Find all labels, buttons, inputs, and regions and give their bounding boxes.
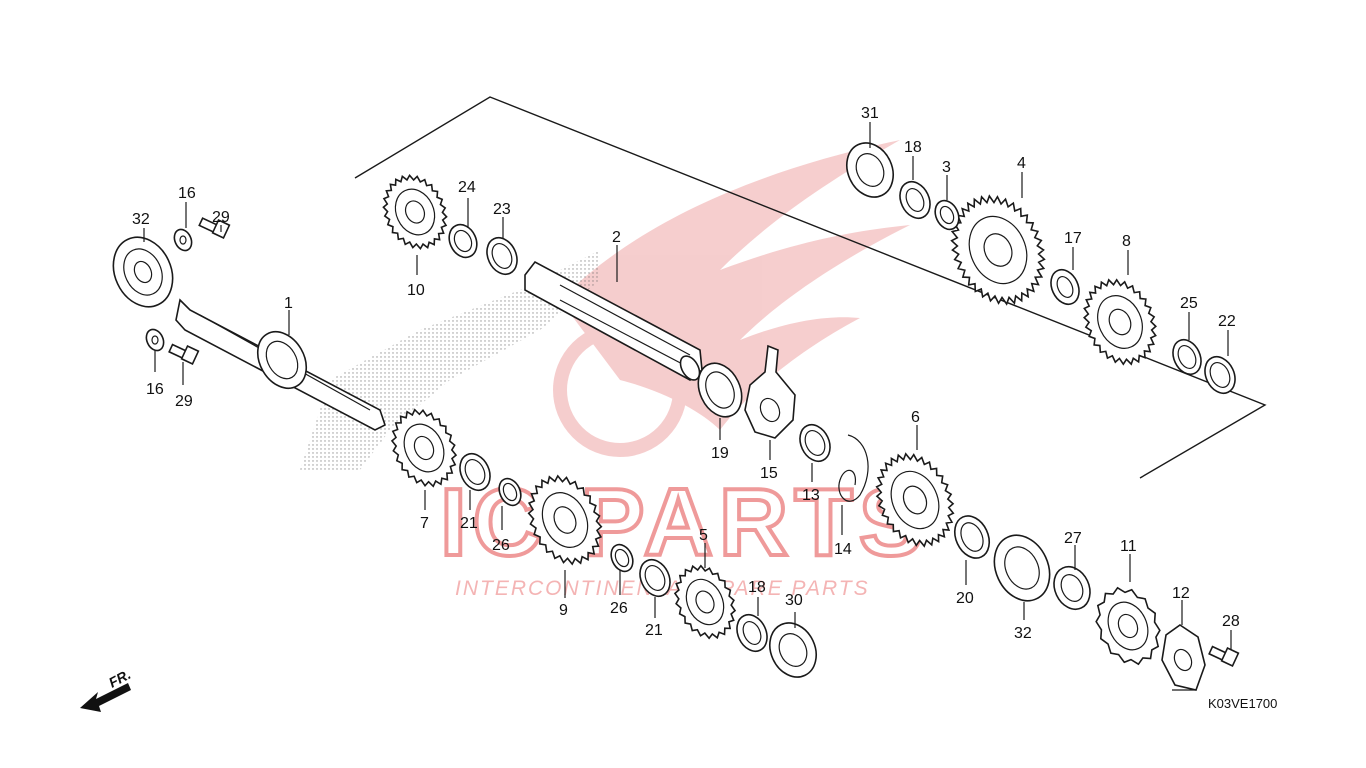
callout-28: 28 xyxy=(1222,613,1240,630)
gears xyxy=(382,173,1161,666)
sprocket-11 xyxy=(1095,586,1161,666)
gear-8 xyxy=(1083,278,1157,366)
plate-12 xyxy=(1161,624,1206,691)
callout-10: 10 xyxy=(407,282,425,299)
callout-22: 22 xyxy=(1218,313,1236,330)
callout-16b: 16 xyxy=(146,381,164,398)
callout-1: 1 xyxy=(284,295,293,312)
washer-19 xyxy=(697,362,743,418)
callout-7: 7 xyxy=(420,515,429,532)
callout-17: 17 xyxy=(1064,230,1082,247)
callout-6: 6 xyxy=(911,409,920,426)
callout-26b: 26 xyxy=(610,600,628,617)
circlip-24 xyxy=(448,223,478,259)
bolt-29-bottom xyxy=(168,343,200,365)
callout-18a: 18 xyxy=(904,139,922,156)
callout-labels: 32 16 29 1 16 29 10 24 23 2 31 18 3 4 17… xyxy=(132,105,1240,642)
washer-16-bottom xyxy=(145,328,165,352)
callout-14: 14 xyxy=(834,541,852,558)
circlip-26-right xyxy=(610,543,634,573)
washer-23 xyxy=(486,236,518,276)
washer-22 xyxy=(1204,355,1236,395)
bearing-30 xyxy=(769,622,817,678)
washer-18-top xyxy=(899,180,931,220)
callout-21b: 21 xyxy=(645,622,663,639)
callout-31: 31 xyxy=(861,105,879,122)
gear-10 xyxy=(382,173,448,251)
mainshaft xyxy=(175,298,386,431)
gear-9 xyxy=(527,474,603,566)
callout-2: 2 xyxy=(612,229,621,246)
circlip-26-left xyxy=(498,477,522,507)
gear-6 xyxy=(875,452,955,548)
washer-16-top xyxy=(173,228,193,252)
callout-3: 3 xyxy=(942,159,951,176)
diagram-code: K03VE1700 xyxy=(1208,696,1277,711)
washer-17 xyxy=(1050,268,1080,306)
watermark-logo-text: IC PARTS xyxy=(440,469,929,576)
callout-5: 5 xyxy=(699,527,708,544)
callout-12: 12 xyxy=(1172,585,1190,602)
washer-20 xyxy=(953,515,991,559)
callout-18b: 18 xyxy=(748,579,766,596)
circlip-21-left xyxy=(459,452,491,492)
callout-11: 11 xyxy=(1120,538,1137,555)
washer-13 xyxy=(799,423,831,463)
callout-25: 25 xyxy=(1180,295,1198,312)
circlip-21-right xyxy=(639,558,671,598)
callout-32b: 32 xyxy=(1014,625,1032,642)
bearing-31 xyxy=(846,142,894,198)
callout-23: 23 xyxy=(493,201,511,218)
callout-29a: 29 xyxy=(212,209,230,226)
bearing-32-left xyxy=(112,236,174,308)
callout-19: 19 xyxy=(711,445,729,462)
needle-bearing-27 xyxy=(1053,566,1091,610)
callout-26a: 26 xyxy=(492,537,510,554)
callout-4: 4 xyxy=(1017,155,1026,172)
callout-30: 30 xyxy=(785,592,803,609)
plate-15 xyxy=(744,344,796,439)
circlip-25 xyxy=(1172,338,1202,376)
bearing-32-right xyxy=(993,534,1051,602)
spring-clip-14 xyxy=(838,434,869,502)
callout-15: 15 xyxy=(760,465,778,482)
callout-9: 9 xyxy=(559,602,568,619)
callout-13: 13 xyxy=(802,487,820,504)
gear-7 xyxy=(390,408,458,488)
callout-16a: 16 xyxy=(178,185,196,202)
leader-lines xyxy=(143,122,1232,691)
callout-21a: 21 xyxy=(460,515,478,532)
callout-24: 24 xyxy=(458,179,476,196)
callout-32a: 32 xyxy=(132,211,150,228)
washer-18-bottom xyxy=(736,613,768,653)
countershaft-frame xyxy=(354,96,1267,479)
gear-5 xyxy=(673,564,737,640)
callout-27: 27 xyxy=(1064,530,1082,547)
gear-4 xyxy=(950,194,1046,306)
bolt-28 xyxy=(1208,645,1240,667)
callout-29b: 29 xyxy=(175,393,193,410)
bushing-3 xyxy=(934,199,960,231)
callout-8: 8 xyxy=(1122,233,1131,250)
callout-20: 20 xyxy=(956,590,974,607)
front-direction-arrow: FR. xyxy=(80,666,133,712)
